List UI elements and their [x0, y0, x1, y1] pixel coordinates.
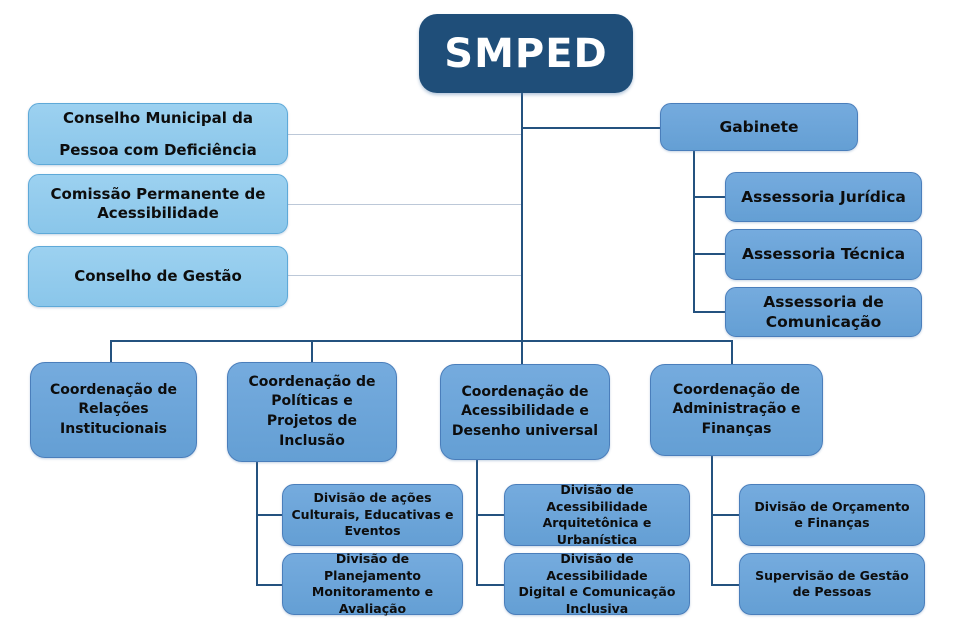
connector-drop-politicas	[311, 340, 313, 363]
connector-supervisao-gestao	[711, 584, 739, 586]
node-conselho-municipal: Conselho Municipal da Pessoa com Deficiê…	[28, 103, 288, 165]
connector-divisao-digital	[476, 584, 504, 586]
node-assessoria-tecnica: Assessoria Técnica	[725, 229, 922, 280]
node-divisao-planejamento: Divisão de Planejamento Monitoramento e …	[282, 551, 463, 616]
node-comissao-permanente: Comissão Permanente de Acessibilidade	[28, 174, 288, 234]
connector-divisao-planejamento	[256, 584, 282, 586]
connector-assessoria-juridica	[695, 196, 725, 198]
connector-drop-relacoes	[110, 340, 112, 363]
node-supervisao-gestao-pessoas: Supervisão de Gestão de Pessoas	[739, 553, 925, 615]
node-divisao-arquitetonica: Divisão de Acessibilidade Arquitetônica …	[504, 482, 690, 547]
node-coordenacao-administracao: Coordenação de Administração e Finanças	[650, 364, 823, 456]
node-assessoria-juridica: Assessoria Jurídica	[725, 172, 922, 222]
connector-divisao-arquitetonica	[476, 514, 504, 516]
connector-politicas-hang-spine	[256, 460, 258, 586]
node-divisao-orcamento: Divisão de Orçamento e Finanças	[739, 484, 925, 546]
node-divisao-culturais: Divisão de ações Culturais, Educativas e…	[282, 484, 463, 546]
node-gabinete: Gabinete	[660, 103, 858, 151]
connector-comissao-permanente	[288, 204, 521, 205]
connector-acessibilidade-hang-spine	[476, 458, 478, 586]
node-conselho-gestao: Conselho de Gestão	[28, 246, 288, 307]
node-divisao-digital: Divisão de Acessibilidade Digital e Comu…	[504, 551, 690, 616]
connector-gabinete-spine	[693, 151, 695, 313]
node-smped-root: SMPED	[419, 14, 633, 93]
connector-divisao-culturais	[256, 514, 282, 516]
node-coordenacao-acessibilidade: Coordenação de Acessibilidade e Desenho …	[440, 364, 610, 460]
node-coordenacao-relacoes: Coordenação de Relações Institucionais	[30, 362, 197, 458]
connector-gabinete-branch	[523, 127, 660, 129]
connector-assessoria-tecnica	[695, 253, 725, 255]
connector-conselho-gestao	[288, 275, 521, 276]
connector-assessoria-comunicacao	[695, 311, 725, 313]
connector-coordinations-rail	[110, 340, 733, 342]
connector-root-spine	[521, 93, 523, 364]
connector-divisao-orcamento	[711, 514, 739, 516]
connector-drop-administracao	[731, 340, 733, 365]
node-assessoria-comunicacao: Assessoria de Comunicação	[725, 287, 922, 337]
node-coordenacao-politicas: Coordenação de Políticas e Projetos de I…	[227, 362, 397, 462]
connector-conselho-municipal	[288, 134, 521, 135]
connector-administracao-hang-spine	[711, 454, 713, 586]
